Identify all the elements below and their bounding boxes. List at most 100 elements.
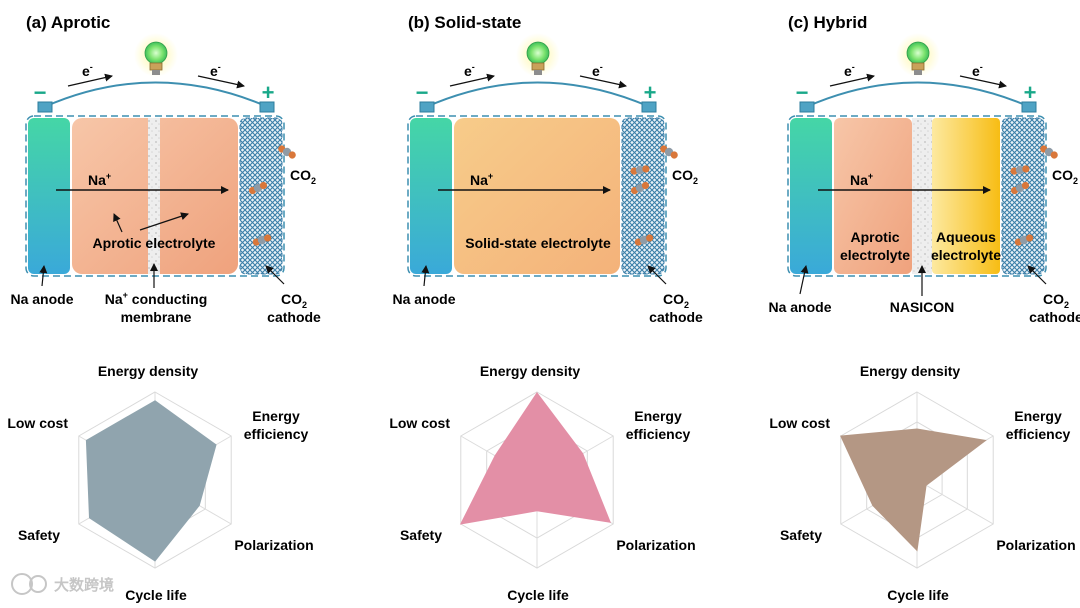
na-anode <box>28 118 70 274</box>
panel-title: (c) Hybrid <box>788 13 867 32</box>
electron-label-right-sup: - <box>600 62 603 72</box>
bulb-glass <box>144 41 168 65</box>
watermark-text: 大数跨境 <box>54 576 114 594</box>
electron-label-left-sup: - <box>852 62 855 72</box>
bulb-base <box>149 62 163 71</box>
bulb-glass <box>526 41 550 65</box>
electron-label-left: e- <box>464 62 475 79</box>
co2-gas-label: CO2 <box>1052 167 1078 186</box>
electron-label-right-sup: - <box>980 62 983 72</box>
electron-flow-arrow-left <box>67 73 113 87</box>
electron-label-right-main: e <box>210 63 218 79</box>
radar-axis-label-5: Low cost <box>769 415 830 431</box>
radar-axis-label-1: Energy <box>634 408 682 424</box>
radar-axis-label-1: Energy <box>1014 408 1062 424</box>
radar-axis-label-2: Polarization <box>996 537 1075 553</box>
negative-terminal <box>37 101 53 113</box>
aprotic-electrolyte <box>834 118 912 274</box>
co2-gas-label-main: CO <box>1052 167 1073 183</box>
co2-molecule-icon <box>278 145 296 159</box>
light-bulb-icon <box>134 33 178 77</box>
oxygen-atom <box>670 151 678 159</box>
radar-axis-label-0: Energy density <box>860 363 961 379</box>
radar-chart: Energy densityEnergyefficiencyPolarizati… <box>7 363 313 603</box>
electron-label-right-main: e <box>592 63 600 79</box>
cathode-label-line1-sub: 2 <box>302 300 307 310</box>
na-anode-label: Na anode <box>768 299 831 315</box>
electron-label-left-main: e <box>464 63 472 79</box>
minus-sign: − <box>34 80 47 105</box>
panel-title: (b) Solid-state <box>408 13 521 32</box>
anode-pointer <box>421 265 430 287</box>
membrane-label-line1: Na+ conducting <box>105 290 208 307</box>
cathode-label-line1: CO2 <box>663 291 689 310</box>
cathode-label-line2: cathode <box>267 309 321 325</box>
cathode-label-line1-main: CO <box>663 291 684 307</box>
oxygen-atom <box>1026 234 1034 242</box>
light-bulb-icon <box>896 33 940 77</box>
membrane-label-line1-rest: conducting <box>128 291 207 307</box>
electron-label-right: e- <box>972 62 983 79</box>
na-anode-label: Na anode <box>10 291 73 307</box>
anode-pointer <box>39 265 48 287</box>
cell-frame <box>25 115 285 277</box>
radar-axis-label-3: Cycle life <box>507 587 569 603</box>
electron-flow-arrow-right <box>579 75 627 89</box>
electron-label-right: e- <box>592 62 603 79</box>
na-ion-label: Na+ <box>850 171 873 188</box>
radar-spoke <box>916 479 994 525</box>
co2-molecule-icon <box>1010 181 1030 195</box>
co2-molecule-icon <box>660 145 678 159</box>
nasicon-label: NASICON <box>890 299 955 315</box>
na-anode-label: Na anode <box>392 291 455 307</box>
cathode-label-line1-sub: 2 <box>684 300 689 310</box>
na-ion-label-sup: + <box>106 171 111 181</box>
radar-axis-label-0: Energy density <box>480 363 581 379</box>
radar-axis-label-1: Energy <box>252 408 300 424</box>
cell-frame <box>787 115 1047 277</box>
na-ion-label-main: Na <box>88 172 106 188</box>
co2-molecule-icon <box>630 165 650 175</box>
aqueous-electrolyte <box>932 118 1000 274</box>
plus-sign: + <box>262 80 275 105</box>
co2-molecule-icon <box>1014 234 1034 246</box>
na-conducting-membrane <box>148 118 160 274</box>
na-ion-label-sup: + <box>868 171 873 181</box>
oxygen-atom <box>1021 181 1030 190</box>
cathode-pointer <box>1027 265 1047 285</box>
bulb-base <box>531 62 545 71</box>
cathode-pointer <box>647 265 667 285</box>
radar-chart: Energy densityEnergyefficiencyPolarizati… <box>769 363 1075 603</box>
radar-axis-label-4: Safety <box>18 527 60 543</box>
radar-axis-label-1-line2: efficiency <box>626 426 691 442</box>
external-wire <box>43 81 269 108</box>
aqueous-electrolyte-label-line1: Aqueous <box>936 229 996 245</box>
na-ion-label: Na+ <box>470 171 493 188</box>
co2-molecule-icon <box>634 234 654 246</box>
electron-flow-arrow-right <box>959 75 1007 89</box>
co2-gas-label-sub: 2 <box>693 176 698 186</box>
na-ion-label-sup: + <box>488 171 493 181</box>
radar-data-polygon <box>85 400 217 562</box>
minus-sign: − <box>416 80 429 105</box>
light-bulb-icon <box>516 33 560 77</box>
electron-label-left: e- <box>844 62 855 79</box>
external-wire <box>425 81 651 108</box>
panel-c: (c) Hybrid−+e-e-Na+CO2Aproticelectrolyte… <box>768 13 1080 603</box>
electron-label-right-sup: - <box>218 62 221 72</box>
co2-gas-label: CO2 <box>290 167 316 186</box>
radar-axis-label-2: Polarization <box>616 537 695 553</box>
electron-flow-arrow-left <box>449 73 495 87</box>
aprotic-electrolyte-label-line1: Aprotic <box>851 229 900 245</box>
cathode-label-line1: CO2 <box>1043 291 1069 310</box>
radar-axis-label-5: Low cost <box>389 415 450 431</box>
oxygen-atom <box>646 234 654 242</box>
co2-cathode <box>1001 117 1045 275</box>
co2-cathode <box>239 117 283 275</box>
oxygen-atom <box>641 181 650 190</box>
electron-label-left-sup: - <box>472 62 475 72</box>
co2-gas-label-main: CO <box>290 167 311 183</box>
na-ion-label-main: Na <box>470 172 488 188</box>
negative-terminal <box>419 101 435 113</box>
